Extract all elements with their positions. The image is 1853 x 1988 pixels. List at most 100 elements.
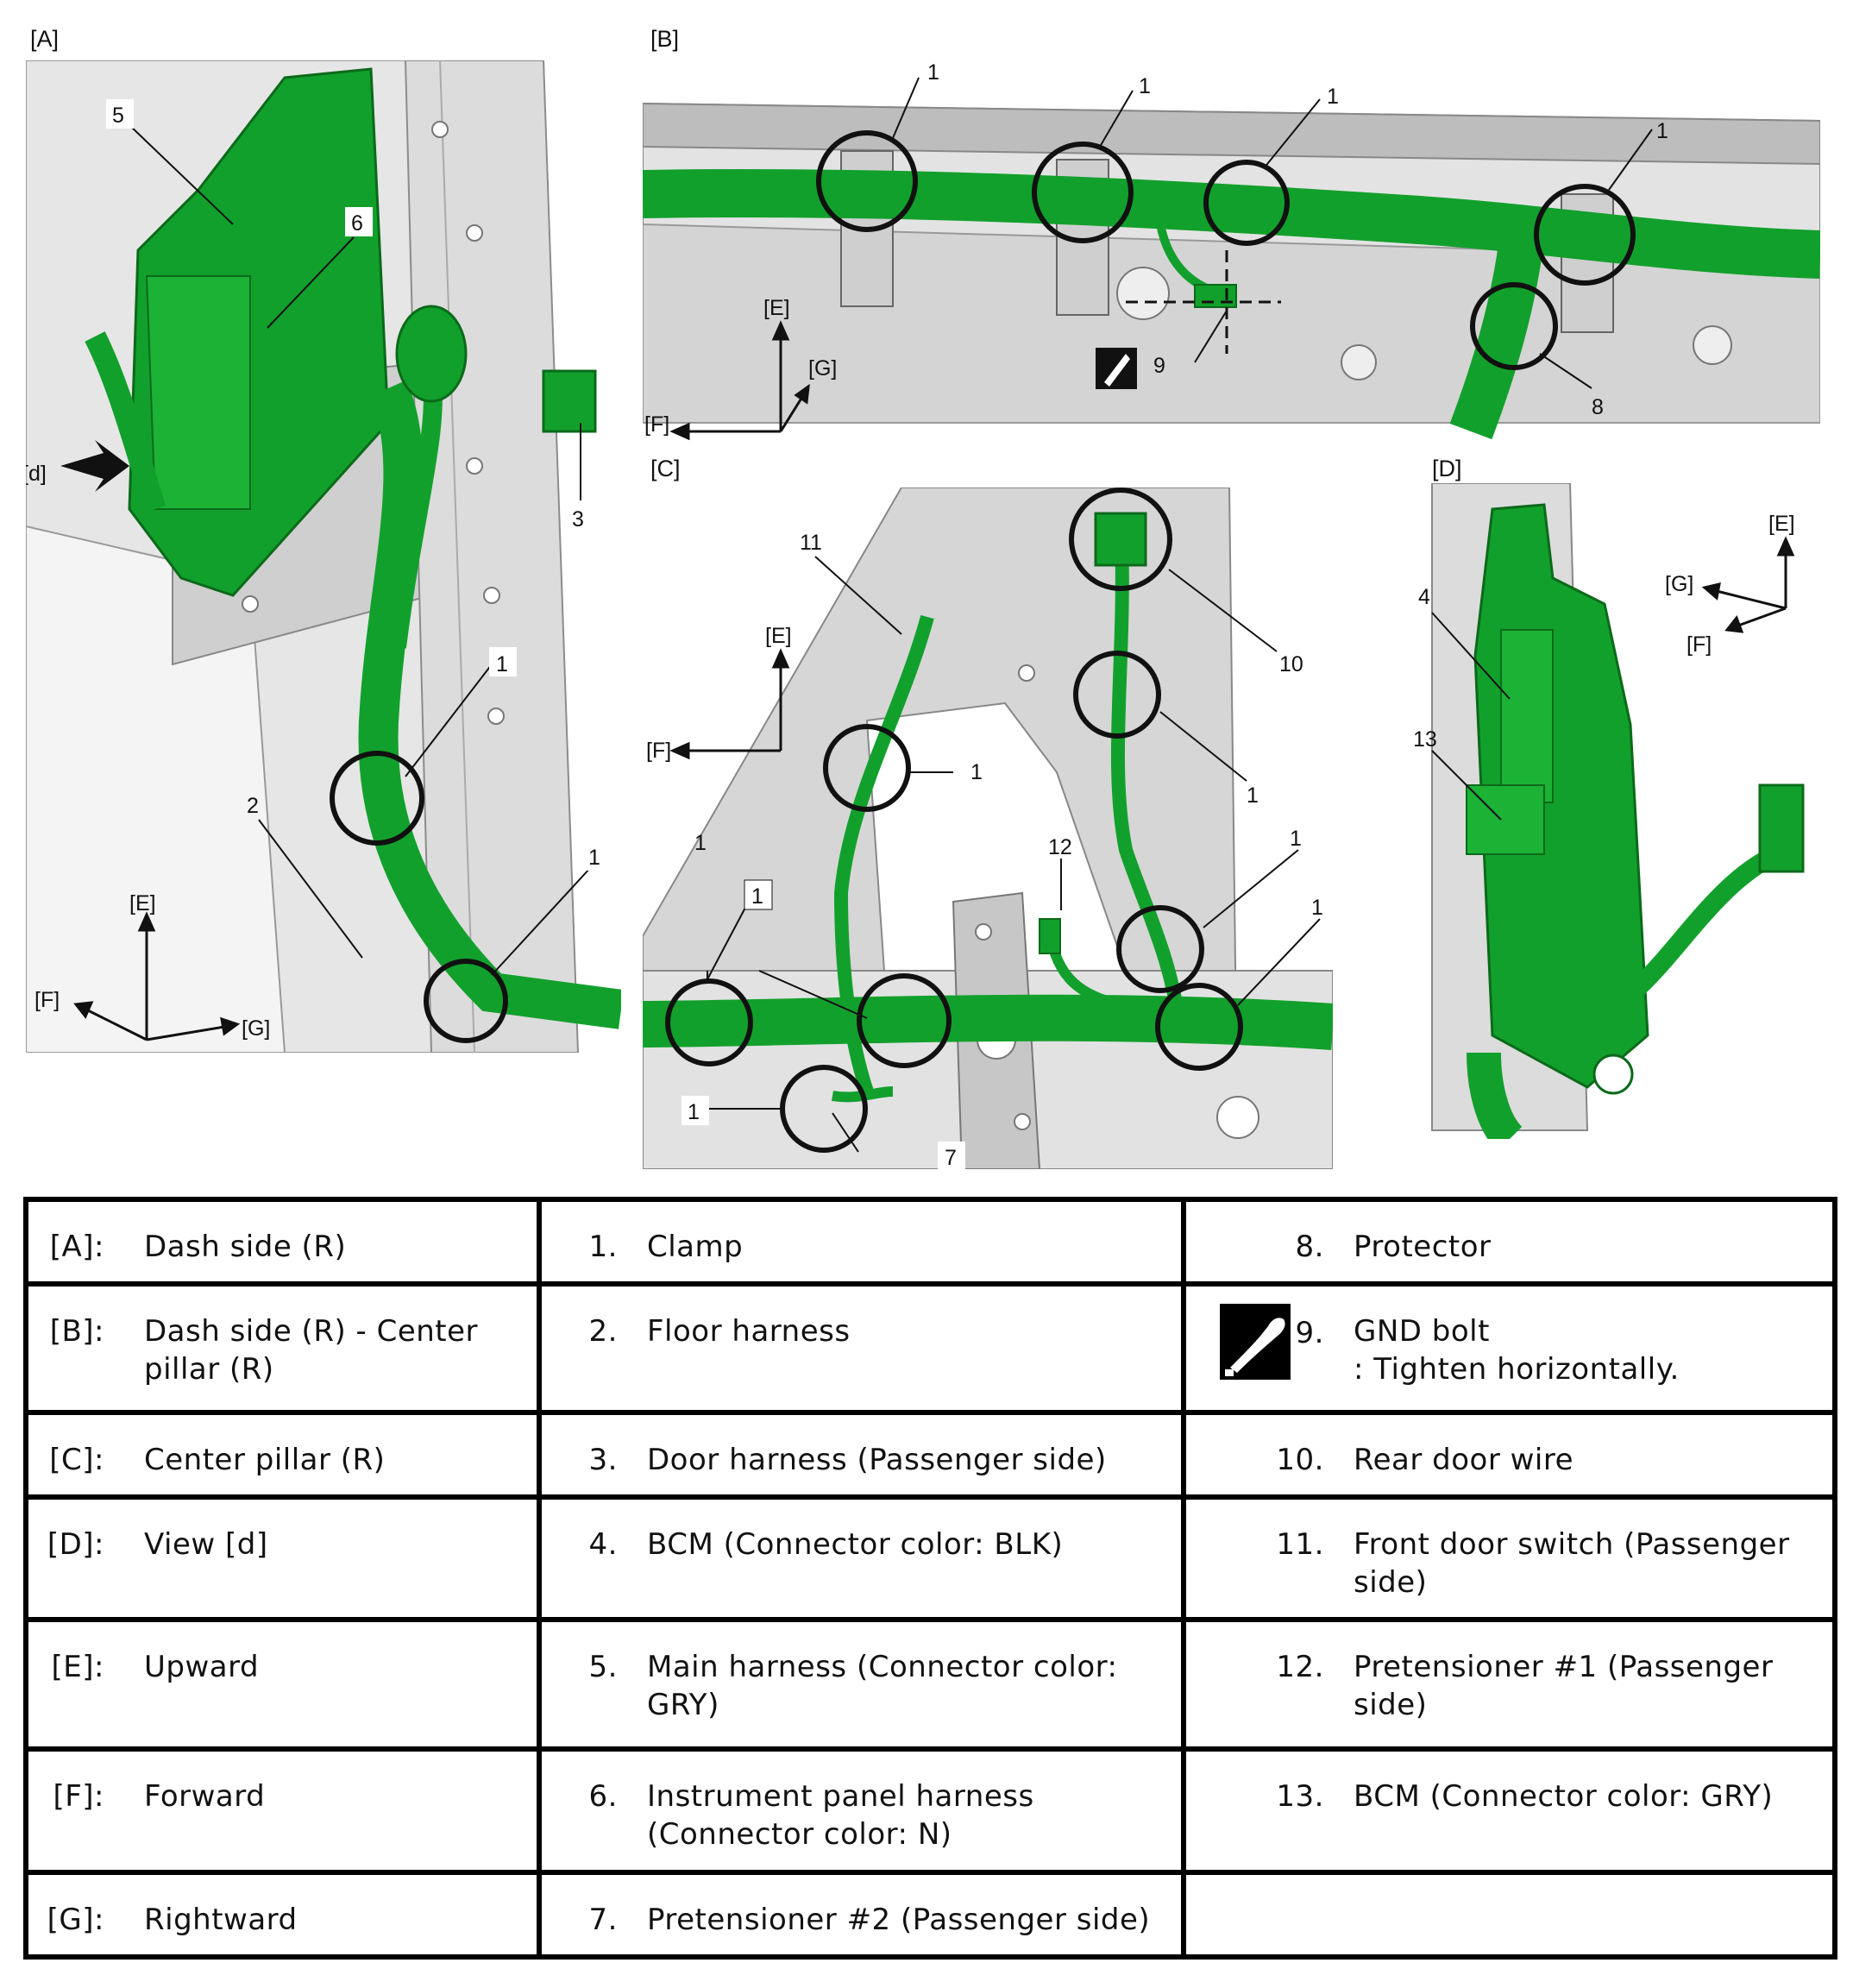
legend-gnd-marker: 9. <box>1200 1304 1354 1388</box>
view-b-callout-1c: 1 <box>1327 85 1339 109</box>
view-a-pointer-label: [d] <box>26 462 47 486</box>
view-b-callout-9: 9 <box>1153 354 1165 378</box>
view-b-callout-8: 8 <box>1592 395 1604 419</box>
legend-num: 13. <box>1276 1779 1324 1815</box>
view-c-callout-1-far-left: 1 <box>694 831 707 855</box>
legend-text: View [d] <box>144 1526 268 1562</box>
view-a-illustration: 5 6 3 1 2 1 [d] [E] [F] [G] <box>26 60 621 1053</box>
view-c-callout-1-mid-left: 1 <box>751 884 763 909</box>
view-b-axes <box>669 320 810 440</box>
legend-num: 1. <box>588 1230 618 1264</box>
legend-num: 2. <box>588 1314 618 1349</box>
legend-text: Protector <box>1354 1230 1492 1264</box>
legend-row: [F]: Forward 6. Instrument panel harness (… <box>23 1746 1837 1875</box>
legend-num: 6. <box>588 1779 618 1815</box>
legend-num: 8. <box>1295 1230 1324 1264</box>
legend-table: [A]: Dash side (R) 1. Clamp 8. Protector [B… <box>23 1196 1837 1960</box>
view-c-callout-10: 10 <box>1279 652 1303 676</box>
legend-row: [D]: View [d] 4. BCM (Connector color: BLK… <box>23 1494 1837 1623</box>
view-b-callout-1d: 1 <box>1656 119 1668 143</box>
legend-num: 10. <box>1276 1442 1324 1477</box>
view-b-label: [B] <box>650 26 680 52</box>
view-c-callout-1-right-upper: 1 <box>1247 783 1259 808</box>
view-c-callout-12: 12 <box>1048 835 1072 859</box>
legend-note: : Tighten horizontally. <box>1354 1352 1680 1387</box>
legend-text: GND bolt <box>1354 1314 1490 1349</box>
legend-code: [G]: <box>47 1902 104 1937</box>
view-c-axis-e: [E] <box>765 624 792 648</box>
view-c-callout-1-right-lower: 1 <box>1311 896 1323 920</box>
legend-text: Main harness (Connector color: GRY) <box>647 1650 1118 1723</box>
legend-text: Pretensioner #1 (Passenger side) <box>1354 1650 1774 1723</box>
legend-text: Instrument panel harness (Connector colo… <box>647 1779 1034 1853</box>
view-c-callout-1-bottom: 1 <box>688 1100 700 1124</box>
legend-text: BCM (Connector color: GRY) <box>1354 1779 1774 1815</box>
view-d-callout-13: 13 <box>1415 727 1437 752</box>
legend-num: 11. <box>1276 1526 1324 1562</box>
view-a-axes <box>73 911 241 1041</box>
legend-num: 9. <box>1295 1316 1324 1351</box>
legend-text: Floor harness <box>647 1314 851 1349</box>
legend-text: Upward <box>144 1650 260 1685</box>
legend-text: Dash side (R) <box>144 1230 347 1264</box>
wrench-torque-icon <box>1219 1304 1291 1381</box>
legend-row: [B]: Dash side (R) - Center pillar (R) 2.… <box>23 1281 1837 1415</box>
legend-num: 3. <box>588 1442 618 1477</box>
legend-code: [C]: <box>49 1442 104 1477</box>
view-d-panel: 4 13 [E] [G] [F] <box>1415 483 1829 1139</box>
legend-num: 4. <box>588 1526 618 1562</box>
view-b-panel: 1 1 1 1 8 9 [E] [F] [G] <box>643 52 1820 440</box>
legend-row: [G]: Rightward 7. Pretensioner #2 (Passeng… <box>23 1869 1837 1960</box>
legend-num: 12. <box>1276 1650 1324 1685</box>
view-c-axes <box>669 648 790 760</box>
view-b-illustration: 1 1 1 1 8 9 [E] [F] [G] <box>643 60 1820 440</box>
legend-code: [D]: <box>47 1526 104 1562</box>
legend-text: Forward <box>144 1779 266 1815</box>
view-b-axis-g: [G] <box>808 356 837 381</box>
legend-num: 7. <box>588 1902 618 1937</box>
view-d-axis-f: [F] <box>1687 632 1712 657</box>
legend-code: [A]: <box>49 1230 104 1264</box>
view-c-callout-1-left-upper: 1 <box>970 760 983 784</box>
view-d-axes <box>1701 536 1795 633</box>
view-a-callout-1-lower: 1 <box>588 846 600 870</box>
view-a-panel: 5 6 3 1 2 1 [d] [E] [F] [G] <box>26 60 621 1053</box>
legend-text: Dash side (R) - Center pillar (R) <box>144 1314 479 1387</box>
view-a-label: [A] <box>30 26 60 52</box>
legend-text: Center pillar (R) <box>144 1442 386 1477</box>
view-a-callout-1-upper: 1 <box>496 652 508 676</box>
view-a-callout-2: 2 <box>247 794 259 818</box>
view-a-callout-5: 5 <box>112 104 124 128</box>
view-d-callout-4: 4 <box>1418 585 1430 609</box>
view-b-axis-e: [E] <box>763 296 790 320</box>
view-c-illustration: 11 10 1 1 12 1 1 1 1 1 7 [E] [F] <box>643 488 1333 1169</box>
view-d-axis-e: [E] <box>1768 512 1795 536</box>
view-b-callout-1b: 1 <box>1139 74 1151 98</box>
view-b-callout-1a: 1 <box>927 60 939 85</box>
legend-code: [E]: <box>51 1650 104 1685</box>
legend-text: Rear door wire <box>1354 1442 1574 1477</box>
legend-text: Door harness (Passenger side) <box>647 1442 1107 1477</box>
view-c-panel: 11 10 1 1 12 1 1 1 1 1 7 [E] [F] <box>643 488 1333 1169</box>
view-c-callout-7: 7 <box>945 1146 957 1169</box>
view-a-axis-e: [E] <box>129 891 156 915</box>
legend-text: Front door switch (Passenger side) <box>1354 1526 1790 1600</box>
view-c-label: [C] <box>650 456 681 481</box>
legend-text: Rightward <box>144 1902 298 1937</box>
view-a-axis-g: [G] <box>242 1016 270 1041</box>
legend-row: [E]: Upward 5. Main harness (Connector col… <box>23 1617 1837 1752</box>
legend-code: [B]: <box>49 1314 104 1349</box>
view-b-axis-f: [F] <box>644 412 669 437</box>
view-d-axis-g: [G] <box>1665 572 1693 596</box>
view-c-callout-11: 11 <box>800 531 822 555</box>
view-a-axis-f: [F] <box>35 988 60 1012</box>
legend-text: Pretensioner #2 (Passenger side) <box>647 1902 1151 1937</box>
legend-num: 5. <box>588 1650 618 1685</box>
legend-text: Clamp <box>647 1230 744 1264</box>
legend-text: BCM (Connector color: BLK) <box>647 1526 1064 1562</box>
legend-code: [F]: <box>53 1779 104 1815</box>
legend-row: [C]: Center pillar (R) 3. Door harness (Pa… <box>23 1409 1837 1500</box>
view-d-label: [D] <box>1432 456 1462 481</box>
view-a-callout-6: 6 <box>351 211 363 236</box>
legend-row: [A]: Dash side (R) 1. Clamp 8. Protector <box>23 1196 1837 1287</box>
